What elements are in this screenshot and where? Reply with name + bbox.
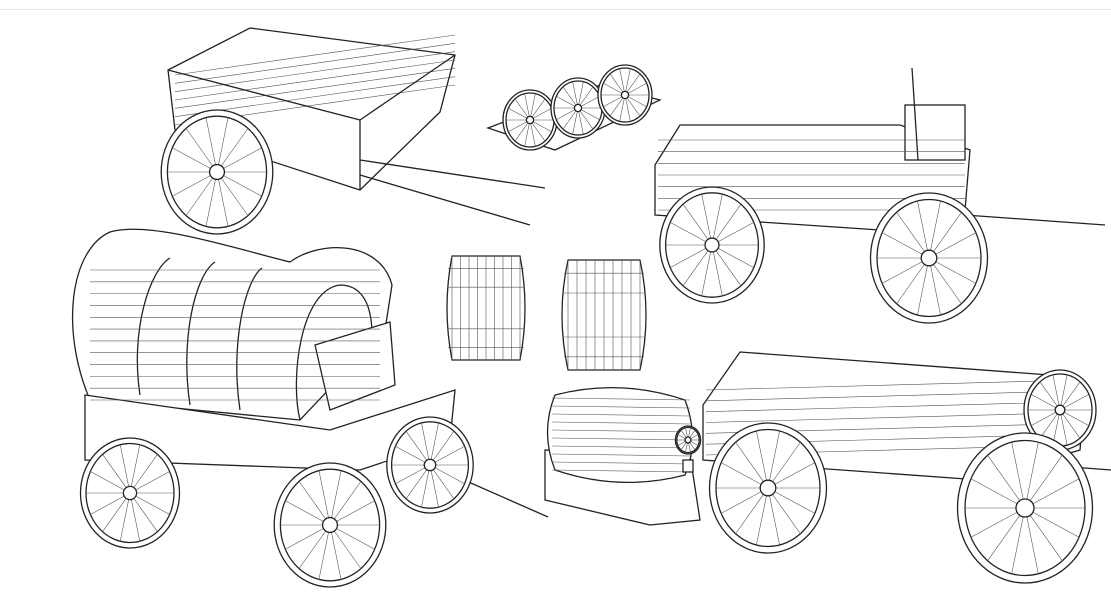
- cart-wheel: [160, 109, 274, 235]
- barrel-end: [597, 64, 653, 126]
- wagon-wheel: [956, 432, 1094, 584]
- stave-line: [551, 405, 691, 409]
- barrel-end: [674, 425, 702, 455]
- stave-line: [551, 397, 691, 401]
- stave-line: [551, 461, 691, 465]
- wagon-wheel: [708, 422, 828, 554]
- plank-line: [174, 51, 456, 92]
- wagon-wheel: [273, 462, 387, 588]
- barrel-end: [502, 89, 558, 151]
- wagon-wheel: [659, 186, 765, 304]
- top-divider: [0, 9, 1111, 10]
- plank-line: [174, 59, 456, 101]
- plank-line: [174, 68, 456, 109]
- plank-line: [705, 390, 1081, 402]
- wagon-wheel: [79, 437, 181, 549]
- plank-line: [705, 412, 1081, 423]
- wagon-wheel: [869, 192, 989, 324]
- barrel-banded: [561, 259, 647, 371]
- stave-line: [551, 429, 691, 433]
- barrel-on-stand: [544, 386, 701, 526]
- stave-line: [551, 469, 691, 473]
- covered-wagon: [71, 228, 549, 518]
- plank-line: [174, 34, 456, 76]
- stave-line: [551, 453, 691, 457]
- stave-line: [551, 413, 691, 417]
- stave-line: [551, 437, 691, 441]
- plank-line: [705, 401, 1081, 412]
- plank-line: [174, 43, 456, 84]
- barrel-small: [446, 255, 526, 361]
- barrel-end: [550, 77, 606, 139]
- stave-line: [551, 421, 691, 425]
- stave-line: [551, 445, 691, 449]
- plank-line: [705, 379, 1081, 391]
- wagon-wheel: [386, 416, 474, 514]
